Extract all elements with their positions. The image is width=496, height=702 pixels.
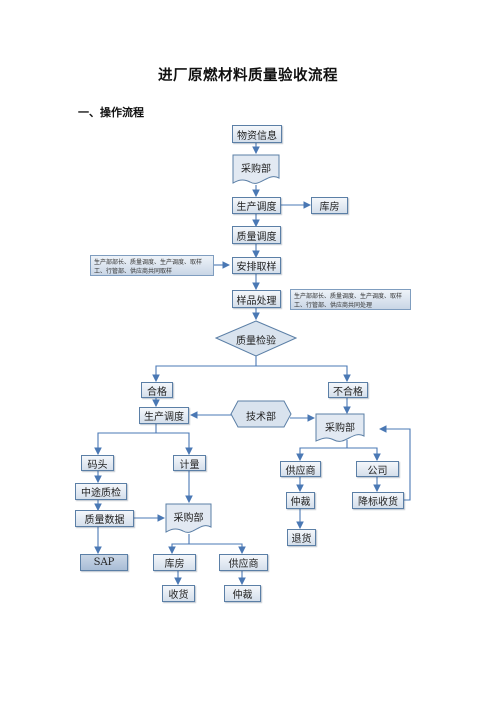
node-label: 不合格 (333, 386, 363, 398)
node-zhiliang-shuju: 质量数据 (75, 510, 134, 527)
node-label: 供应商 (285, 465, 316, 477)
node-gongyingshang-mid: 供应商 (280, 461, 321, 477)
node-kufang-top: 库房 (311, 197, 348, 214)
node-label: 收货 (168, 590, 189, 601)
node-zhongcai-low: 仲裁 (224, 585, 261, 602)
node-zhongtu-zhijian: 中途质检 (75, 483, 127, 500)
node-gongyingshang-low: 供应商 (219, 554, 268, 571)
node-caigou-mid: 采购部 (315, 413, 365, 444)
node-caigou-low: 采购部 (165, 503, 212, 535)
node-label: SAP (93, 557, 115, 568)
node-label: 库房 (319, 202, 340, 213)
node-label: 样品处理 (236, 295, 277, 307)
node-label: 安排取样 (236, 262, 277, 273)
arrow-caigou-kufang (168, 534, 190, 555)
node-label: 质量数据 (84, 515, 125, 526)
document-shape-icon (165, 503, 212, 533)
arrow-caigou-gongyingshang-low (189, 543, 246, 555)
node-label: 码头 (87, 459, 108, 471)
node-jiangbiao-shouhuo: 降标收货 (352, 492, 404, 509)
arrow-jianyan-hege (152, 356, 257, 383)
page-title: 进厂原燃材料质量验收流程 (158, 67, 338, 84)
node-gongsi: 公司 (356, 461, 399, 477)
node-label: 生产调度 (236, 202, 277, 213)
node-label: 合格 (147, 386, 167, 398)
node-shengchan-diaodu-2: 生产调度 (139, 407, 189, 424)
node-buhege: 不合格 (328, 382, 368, 398)
note-joint-processing: 生产部部长、质量调度、生产调度、取样工、行管部、供应商共同处理 (290, 289, 411, 310)
decision-diamond (215, 320, 297, 357)
node-jishu-bu: 技术部 (246, 412, 276, 423)
hexagon-shape (230, 400, 292, 428)
node-tuihuo: 退货 (287, 529, 316, 546)
node-zhiliang-diaodu: 质量调度 (232, 226, 281, 244)
node-label: 质量调度 (236, 231, 277, 243)
note-joint-sampling: 生产部部长、质量调度、生产调度、取样工、行管部、供应商共同取样 (90, 255, 214, 276)
node-caigou-top: 采购部 (232, 154, 280, 186)
node-label: 仲裁 (232, 590, 253, 601)
node-label: 供应商 (228, 559, 259, 570)
arrow-shengchan2-jiliang (156, 432, 193, 456)
node-label: 退货 (291, 534, 312, 545)
node-kufang-low: 库房 (153, 554, 196, 571)
node-label: 中途质检 (81, 488, 121, 499)
arrow-shengchan2-matou (94, 424, 157, 456)
arrow-caigou-gongyingshang (296, 440, 348, 462)
node-label: 公司 (367, 465, 388, 477)
node-wuzi-xinxi: 物资信息 (232, 125, 282, 143)
node-anpai-quyang: 安排取样 (232, 257, 281, 274)
section-heading: 一、操作流程 (78, 106, 144, 119)
node-shengchan-diaodu: 生产调度 (232, 197, 281, 214)
arrow-jiangbiao-caigou (378, 425, 411, 501)
arrow-caigou-gongsi (347, 447, 381, 462)
node-yangpin-chuli: 样品处理 (232, 290, 281, 308)
node-sap: SAP (80, 554, 128, 571)
node-zhongcai-mid: 仲裁 (286, 492, 315, 509)
node-hege: 合格 (141, 382, 173, 398)
node-label: 降标收货 (358, 497, 398, 508)
arrow-jianyan-buhege (256, 365, 351, 383)
node-shouhuo: 收货 (162, 585, 195, 602)
node-jiliang: 计量 (173, 455, 206, 471)
node-label: 仲裁 (290, 497, 311, 508)
node-label: 采购部 (325, 423, 355, 434)
node-label: 生产调度 (144, 412, 184, 423)
node-zhiliang-jianyan: 质量检验 (236, 336, 276, 347)
node-label: 计量 (179, 459, 200, 471)
document-shape-icon (315, 413, 365, 442)
document-shape-icon (232, 154, 280, 184)
node-label: 采购部 (241, 164, 271, 175)
node-label: 物资信息 (237, 130, 277, 142)
node-matou: 码头 (81, 455, 114, 471)
node-label: 采购部 (173, 513, 204, 524)
node-label: 库房 (164, 559, 185, 570)
